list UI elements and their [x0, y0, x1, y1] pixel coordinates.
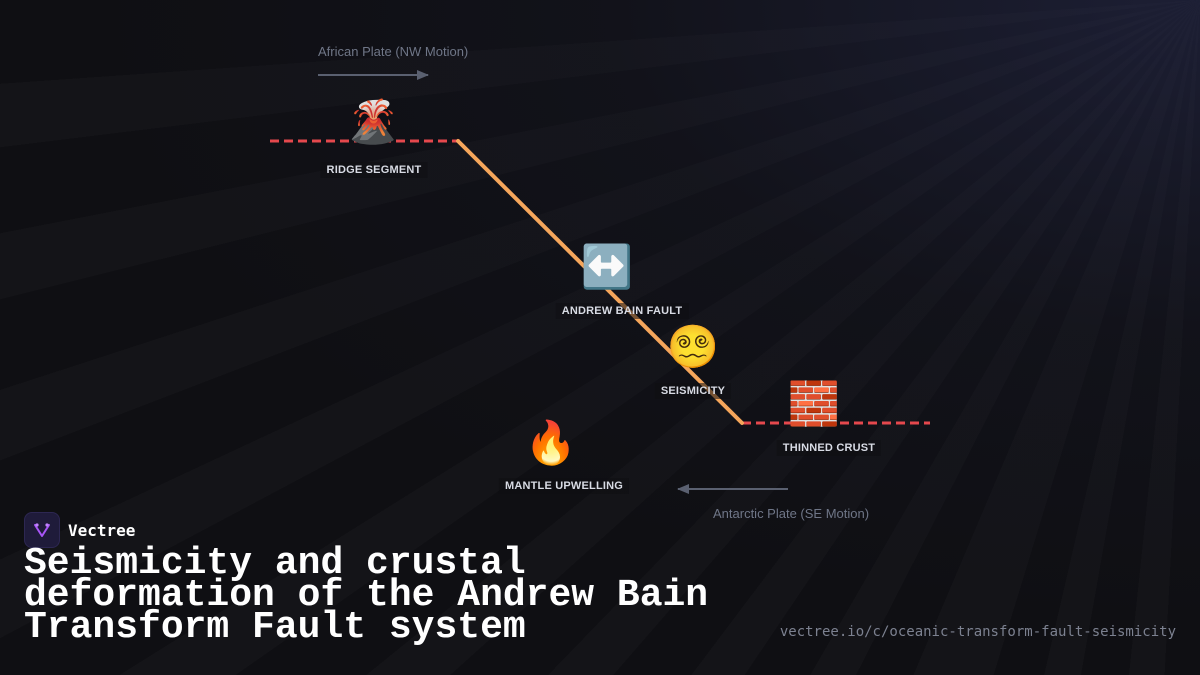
- mantle-upwelling-label: MANTLE UPWELLING: [498, 478, 630, 494]
- vectree-logo-icon: [24, 512, 60, 548]
- transform-fault-line: [456, 139, 744, 425]
- fire-icon: 🔥: [524, 418, 578, 467]
- left-right-arrow-icon: ↔️: [580, 242, 634, 291]
- african-plate-label: African Plate (NW Motion): [318, 44, 469, 59]
- ridge-segment-label: RIDGE SEGMENT: [320, 162, 428, 178]
- brand: Vectree: [24, 512, 135, 548]
- volcano-icon: 🌋: [346, 97, 400, 146]
- dizzy-face-icon: 😵‍💫: [666, 322, 720, 371]
- seismicity-label: SEISMICITY: [654, 383, 732, 399]
- page-title: Seismicity and crustal deformation of th…: [24, 542, 709, 649]
- thinned-crust-label: THINNED CRUST: [776, 440, 882, 456]
- source-url: vectree.io/c/oceanic-transform-fault-sei…: [779, 624, 1176, 640]
- brand-name: Vectree: [68, 520, 136, 540]
- andrew-bain-fault-label: ANDREW BAIN FAULT: [555, 303, 689, 319]
- antarctic-plate-label: Antarctic Plate (SE Motion): [713, 506, 870, 521]
- brick-wall-icon: 🧱: [787, 379, 841, 428]
